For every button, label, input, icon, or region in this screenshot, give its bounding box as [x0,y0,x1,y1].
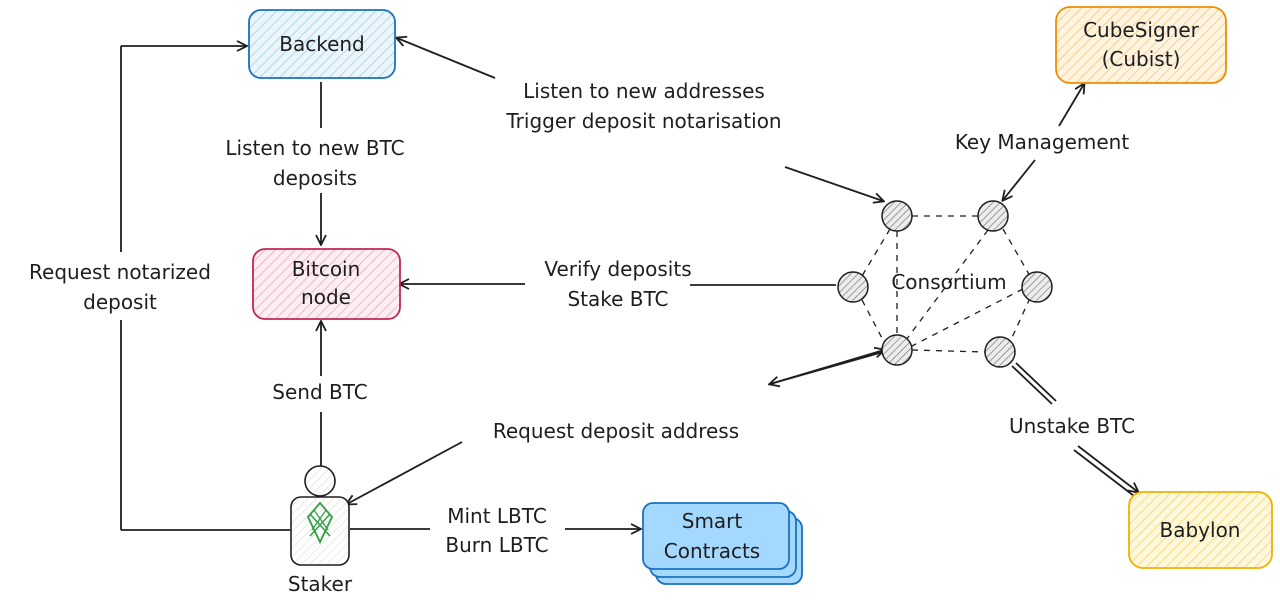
edge-unstake-btc [1011,362,1138,497]
smart-contracts-label-1: Smart [682,509,743,533]
edge-label-listen-addresses-1: Listen to new addresses [523,79,765,103]
consortium-node [881,334,913,366]
smart-contracts-label-2: Contracts [664,539,760,563]
bitcoin-node-label-1: Bitcoin [292,257,361,281]
staker-figure: Staker [288,465,353,596]
bitcoin-node-box: Bitcoin node [252,248,401,320]
consortium-node [837,271,869,303]
edge-label-listen-btc-2: deposits [273,166,357,190]
babylon-box: Babylon [1128,491,1273,569]
consortium-node [977,200,1009,232]
edge-label-request-deposit-address: Request deposit address [493,419,739,443]
staker-label: Staker [288,572,353,596]
edge-request-deposit-address [347,350,884,504]
lbtc-logo-icon [306,501,334,545]
consortium-cluster: Consortium [837,200,1053,368]
cubesigner-box: CubeSigner (Cubist) [1055,6,1227,84]
edge-label-verify-2: Stake BTC [567,287,668,311]
edge-label-send-btc: Send BTC [272,380,367,404]
edge-label-listen-addresses-2: Trigger deposit notarisation [505,109,781,133]
edge-label-verify-1: Verify deposits [544,257,691,281]
edge-label-request-notarized-2: deposit [83,290,157,314]
babylon-label: Babylon [1160,518,1241,542]
cubesigner-label-2: (Cubist) [1102,47,1181,71]
consortium-node [881,200,913,232]
edge-label-listen-btc-1: Listen to new BTC [225,136,404,160]
consortium-label: Consortium [891,270,1006,294]
edge-label-unstake-btc: Unstake BTC [1009,414,1135,438]
edge-consortium-to-backend [397,38,883,201]
edge-label-request-notarized-1: Request notarized [29,260,211,284]
backend-box: Backend [248,9,396,79]
edge-label-key-management: Key Management [955,130,1130,154]
edge-consortium-to-bitcoin [400,284,836,285]
bitcoin-node-label-2: node [301,285,351,309]
edge-label-burn: Burn LBTC [445,533,548,557]
edge-label-mint: Mint LBTC [447,504,547,528]
edge-key-management [1003,84,1084,200]
cubesigner-label-1: CubeSigner [1083,18,1200,42]
consortium-node [1021,271,1053,303]
backend-label: Backend [279,32,365,56]
edge-request-notarized-deposit [120,46,290,531]
smart-contracts-box: Smart Contracts [642,502,803,585]
consortium-node [984,336,1016,368]
